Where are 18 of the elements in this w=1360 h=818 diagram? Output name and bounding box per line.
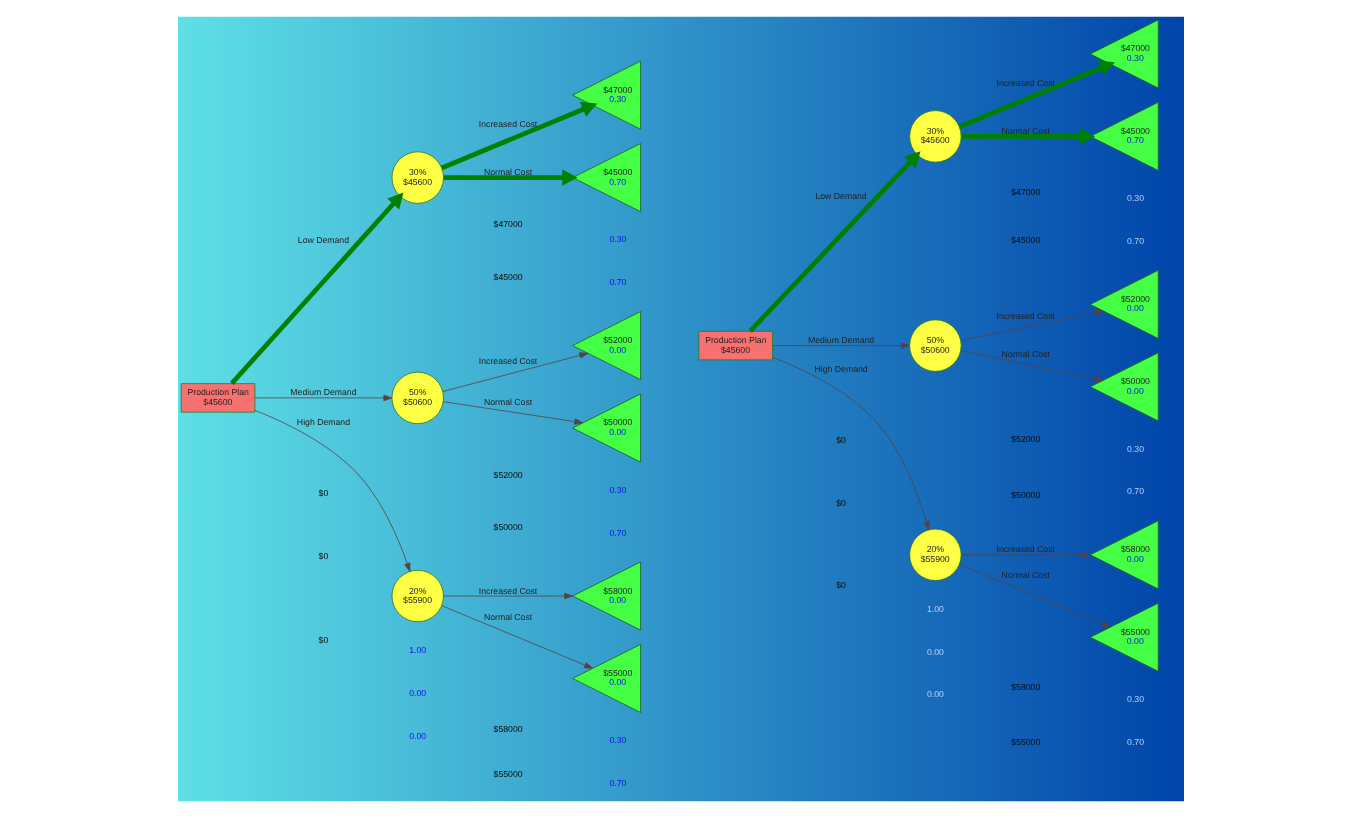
arrow xyxy=(229,192,403,386)
arrow xyxy=(440,605,592,669)
arrow xyxy=(771,342,909,349)
arrow xyxy=(771,357,929,531)
arrow xyxy=(957,60,1114,129)
arrow xyxy=(442,592,572,600)
arrow xyxy=(959,309,1103,341)
arrow xyxy=(253,409,410,572)
arrow xyxy=(441,352,588,392)
arrow xyxy=(959,551,1090,558)
arrow xyxy=(747,151,920,333)
arrow xyxy=(960,128,1095,145)
arrow xyxy=(253,394,392,402)
arrow xyxy=(441,401,583,425)
arrow xyxy=(442,169,577,186)
arrow xyxy=(959,350,1103,382)
arrow xyxy=(957,564,1110,628)
arrow xyxy=(439,101,597,171)
